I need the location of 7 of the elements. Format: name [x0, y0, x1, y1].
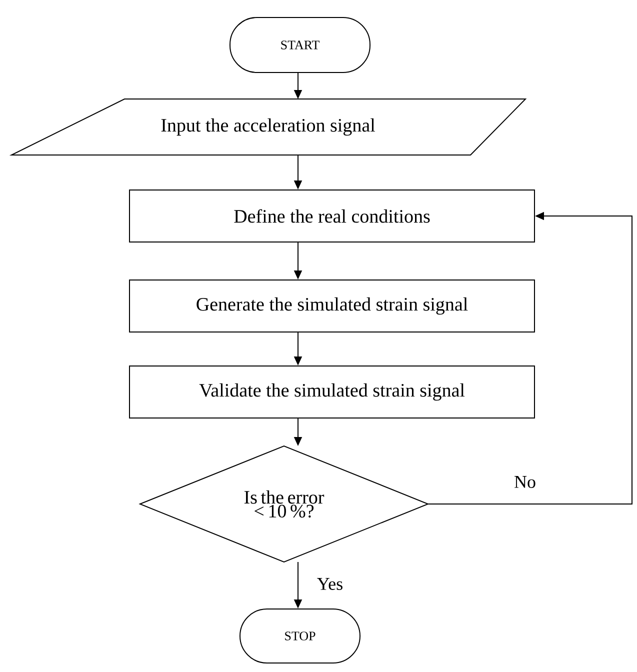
- terminal-box: START: [230, 17, 370, 73]
- edge-label: Yes: [316, 577, 344, 591]
- process-box: Generate the simulated strain signal: [129, 280, 535, 332]
- edge-label: No: [513, 475, 537, 489]
- terminal-box: STOP: [240, 608, 360, 664]
- process-box: Define the real conditions: [129, 190, 535, 242]
- process-box: Validate the simulated strain signal: [129, 366, 535, 418]
